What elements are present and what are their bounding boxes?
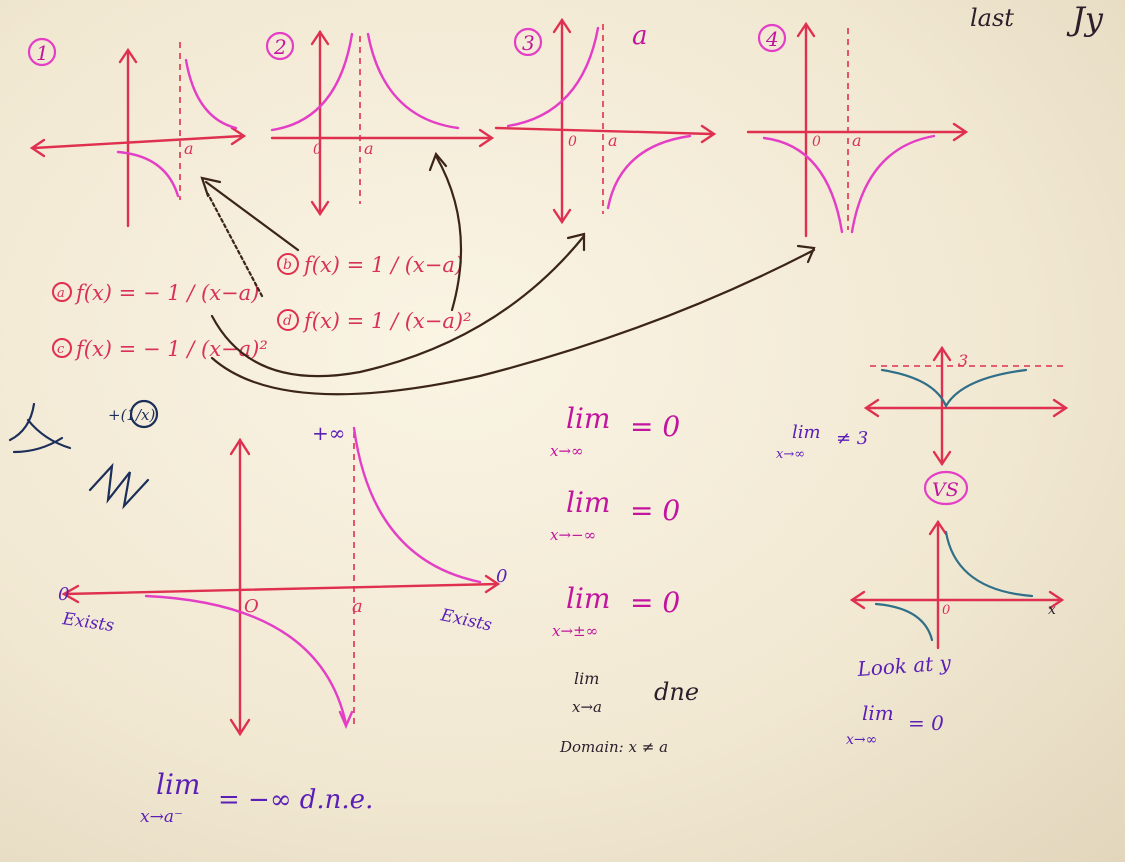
graph-3-zero: 0: [568, 134, 577, 150]
limit-x-to-pm-inf: lim x→±∞ = 0: [552, 582, 680, 640]
limit-2-sub: x→−∞: [550, 526, 596, 544]
graph-2-zero: 0: [313, 142, 322, 158]
big-graph-top-label: +∞: [312, 421, 345, 445]
function-b-text: f(x) = 1 / (x−a): [302, 253, 463, 277]
graph-3-top-a: a: [632, 21, 648, 51]
graph-2-number: 2: [273, 35, 287, 59]
bottom-limit-lim: lim: [156, 768, 200, 801]
graph-1-x-axis: [34, 136, 242, 148]
graph-4-curve-left: [764, 138, 842, 232]
limit-3-sub: x→±∞: [552, 622, 598, 640]
big-graph-origin: O: [244, 596, 259, 617]
domain-note: Domain: x ≠ a: [559, 738, 668, 756]
limit-dne-lim: lim: [574, 669, 599, 688]
bottom-limit-sub: x→a⁻: [140, 807, 183, 827]
bottom-limit: lim x→a⁻ = −∞ d.n.e.: [140, 768, 373, 827]
limit-2-value: = 0: [630, 494, 680, 527]
right-top-three: 3: [958, 351, 968, 370]
limit-dne-value: dne: [654, 678, 699, 706]
right-top-sub: x→∞: [776, 447, 805, 462]
big-graph: +∞ 0 0 O a Exists Exists: [58, 421, 507, 734]
right-bottom-zero: 0: [942, 603, 950, 618]
graph-3-curve-right: [608, 136, 690, 208]
graph-4-curve-right: [852, 136, 934, 232]
big-graph-zero-right: 0: [496, 566, 507, 587]
one-over-x-note: +(1/x): [108, 406, 155, 424]
side-scribbles: +(1/x): [10, 401, 157, 506]
limit-1-value: = 0: [630, 410, 680, 443]
graph-2-curve-right: [368, 34, 458, 128]
function-a-letter: a: [57, 286, 65, 301]
graph-3-x-axis: [496, 128, 712, 134]
big-graph-zero-left: 0: [58, 584, 69, 605]
function-d-text: f(x) = 1 / (x−a)²: [302, 309, 472, 333]
right-bottom-x-label: x: [1048, 602, 1056, 618]
function-a: a f(x) = − 1 / (x−a): [53, 281, 259, 305]
graph-3-number: 3: [522, 31, 535, 55]
limit-1-lim: lim: [566, 402, 610, 435]
big-graph-a-label: a: [352, 596, 363, 617]
big-graph-exists-left: Exists: [60, 609, 115, 636]
graph-1-number: 1: [36, 41, 49, 65]
limit-3-value: = 0: [630, 586, 680, 619]
graph-4-zero: 0: [812, 134, 821, 150]
limit-dne: lim x→a dne: [572, 669, 699, 716]
scribble-graph-sketch: [10, 404, 70, 452]
graph-3-a-label: a: [608, 131, 618, 150]
function-a-text: f(x) = − 1 / (x−a): [74, 281, 259, 305]
function-d-letter: d: [283, 313, 292, 329]
scribble-crossout: [90, 466, 148, 506]
graph-4-a-label: a: [852, 131, 862, 150]
graph-1-curve-right: [186, 60, 236, 128]
arrow-d-arrowhead: [430, 154, 446, 170]
limit-3-lim: lim: [566, 582, 610, 615]
vs-label: VS: [932, 479, 959, 501]
graph-4: 4 0 a: [748, 24, 966, 236]
big-graph-exists-right: Exists: [438, 605, 494, 636]
graph-2: 2 0 a: [267, 32, 492, 214]
graph-1: 1 a: [29, 39, 244, 226]
right-bottom-value: = 0: [908, 711, 944, 735]
right-top-curve: [882, 370, 1026, 406]
limit-x-to-neg-inf: lim x→−∞ = 0: [550, 486, 680, 544]
bottom-limit-value: = −∞ d.n.e.: [218, 785, 373, 815]
graph-4-number: 4: [765, 27, 779, 51]
arrow-c-to-graph-4: [212, 250, 814, 394]
graph-1-a-label: a: [184, 139, 194, 158]
right-top-lim: lim: [792, 422, 821, 443]
function-d: d f(x) = 1 / (x−a)²: [278, 309, 472, 333]
limit-dne-sub: x→a: [572, 698, 602, 716]
right-bottom-sub: x→∞: [846, 732, 877, 748]
right-bottom-graph: 0 x Look at y lim x→∞ = 0: [846, 522, 1062, 748]
limit-1-sub: x→∞: [550, 442, 584, 460]
function-c-letter: c: [57, 342, 65, 357]
big-graph-x-axis: [64, 584, 498, 594]
limit-x-to-inf: lim x→∞ = 0: [550, 402, 680, 460]
right-top-value: ≠ 3: [836, 428, 868, 449]
limit-2-lim: lim: [566, 486, 610, 519]
right-bottom-lim: lim: [862, 701, 894, 725]
corner-partial-text: last: [970, 4, 1014, 32]
corner-text: Jy: [1066, 0, 1104, 38]
matching-arrows: [202, 154, 814, 394]
graph-3: 3 a 0 a: [496, 20, 714, 222]
graph-2-a-label: a: [364, 139, 374, 158]
arrow-a-arrowhead: [568, 234, 584, 250]
right-bottom-curve-right: [946, 532, 1032, 596]
big-graph-curve-right: [354, 428, 480, 582]
right-top-graph: 3 lim x→∞ ≠ 3: [776, 348, 1066, 464]
function-b: b f(x) = 1 / (x−a): [278, 253, 463, 277]
function-c: c f(x) = − 1 / (x−a)²: [53, 337, 268, 361]
arrow-d-to-graph-2: [436, 156, 461, 310]
function-b-letter: b: [283, 257, 292, 273]
right-bottom-curve-left: [876, 604, 932, 640]
right-bottom-look-note: Look at y: [856, 650, 953, 681]
